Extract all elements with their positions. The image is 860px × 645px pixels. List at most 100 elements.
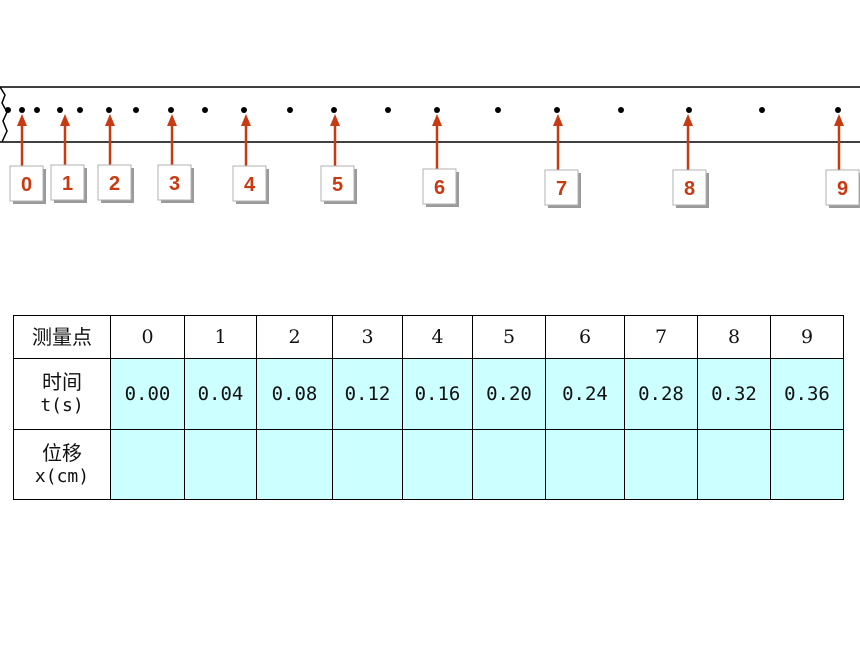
marker-label: 5 [332,174,343,196]
point-marker: 9 [825,114,860,208]
time-cell: 0.12 [332,358,403,430]
marker-box [157,164,192,201]
time-cell: 0.20 [472,358,546,430]
displacement-cell[interactable] [184,429,257,500]
point-header: 7 [624,315,698,359]
point-header: 8 [697,315,771,359]
tape-dot [759,107,765,113]
up-arrow-icon [105,114,115,126]
row-header-displacement: 位移 x(cm) [13,429,111,500]
tape-dot [34,107,40,113]
point-marker: 8 [672,114,709,208]
time-cell: 0.24 [545,358,625,430]
time-unit: t(s) [40,395,84,416]
tape-dot [554,107,560,113]
tape-dot [835,107,841,113]
time-row: 时间 t(s) 0.00 0.04 0.08 0.12 0.16 0.20 0.… [13,358,844,430]
point-markers: 0 1 2 3 4 5 6 7 8 9 [9,114,860,208]
marker-box [422,168,457,205]
tape-dot [133,107,139,113]
measurement-table: 测量点 0 1 2 3 4 5 6 7 8 9 时间 t(s) 0.00 0.0… [13,315,844,500]
displacement-cell[interactable] [332,429,403,500]
point-marker: 4 [232,114,269,204]
up-arrow-icon [330,114,340,126]
tape-dot [202,107,208,113]
tape-dot [5,107,11,113]
displacement-unit: x(cm) [34,465,90,487]
marker-label: 9 [837,178,848,200]
row-header-time: 时间 t(s) [13,358,111,430]
point-marker: 2 [97,114,134,203]
point-marker: 0 [9,114,46,204]
marker-box [825,169,860,206]
displacement-cell[interactable] [624,429,698,500]
up-arrow-icon [241,114,251,126]
displacement-label: 位移 [42,440,82,465]
tape-dot [495,107,501,113]
point-header: 2 [256,315,333,359]
marker-label: 8 [684,178,695,200]
marker-box [97,164,132,201]
marker-label: 0 [21,174,32,196]
tape-dot [106,107,112,113]
up-arrow-icon [683,114,693,126]
tape-dot [168,107,174,113]
marker-label: 4 [244,174,256,196]
point-header: 9 [770,315,844,359]
tape-dot [77,107,83,113]
marker-label: 2 [109,173,120,195]
time-cell: 0.04 [184,358,257,430]
displacement-cell[interactable] [256,429,333,500]
marker-box [544,169,579,206]
up-arrow-icon [834,114,844,126]
point-header: 1 [184,315,257,359]
paper-tape [0,86,860,143]
point-marker: 3 [157,114,194,203]
displacement-cell[interactable] [770,429,844,500]
point-header: 4 [402,315,473,359]
point-marker: 5 [320,114,357,204]
up-arrow-icon [60,114,70,126]
point-header: 3 [332,315,403,359]
displacement-cell[interactable] [472,429,546,500]
displacement-cell[interactable] [697,429,771,500]
time-cell: 0.16 [402,358,473,430]
up-arrow-icon [553,114,563,126]
displacement-cell[interactable] [402,429,473,500]
marker-label: 1 [62,173,73,195]
tape-dot [57,107,63,113]
up-arrow-icon [17,114,27,126]
displacement-cell[interactable] [110,429,185,500]
point-header: 0 [110,315,185,359]
point-marker: 7 [544,114,581,208]
time-label: 时间 [42,370,82,394]
point-header: 5 [472,315,546,359]
row-header-points: 测量点 [13,315,111,359]
marker-box [50,164,85,201]
tape-dot [686,107,692,113]
point-marker: 6 [422,114,459,207]
point-marker: 1 [50,114,87,203]
displacement-cell[interactable] [545,429,625,500]
tape-dot [385,107,391,113]
tape-dot [434,107,440,113]
marker-box [320,165,355,202]
tape-dot [241,107,247,113]
time-cell: 0.32 [697,358,771,430]
time-cell: 0.36 [770,358,844,430]
marker-label: 7 [556,178,567,200]
point-header: 6 [545,315,625,359]
displacement-row: 位移 x(cm) [13,429,844,500]
tape-dot [287,107,293,113]
time-cell: 0.08 [256,358,333,430]
tape-dot [331,107,337,113]
ticker-tape-diagram: 0 1 2 3 4 5 6 7 8 9 [0,86,860,208]
marker-label: 3 [169,173,180,195]
marker-box [9,165,44,202]
table-header-row: 测量点 0 1 2 3 4 5 6 7 8 9 [13,315,844,359]
tape-torn-end [0,86,8,143]
time-cell: 0.00 [110,358,185,430]
tape-dots [5,107,841,113]
tape-dot [19,107,25,113]
time-cell: 0.28 [624,358,698,430]
